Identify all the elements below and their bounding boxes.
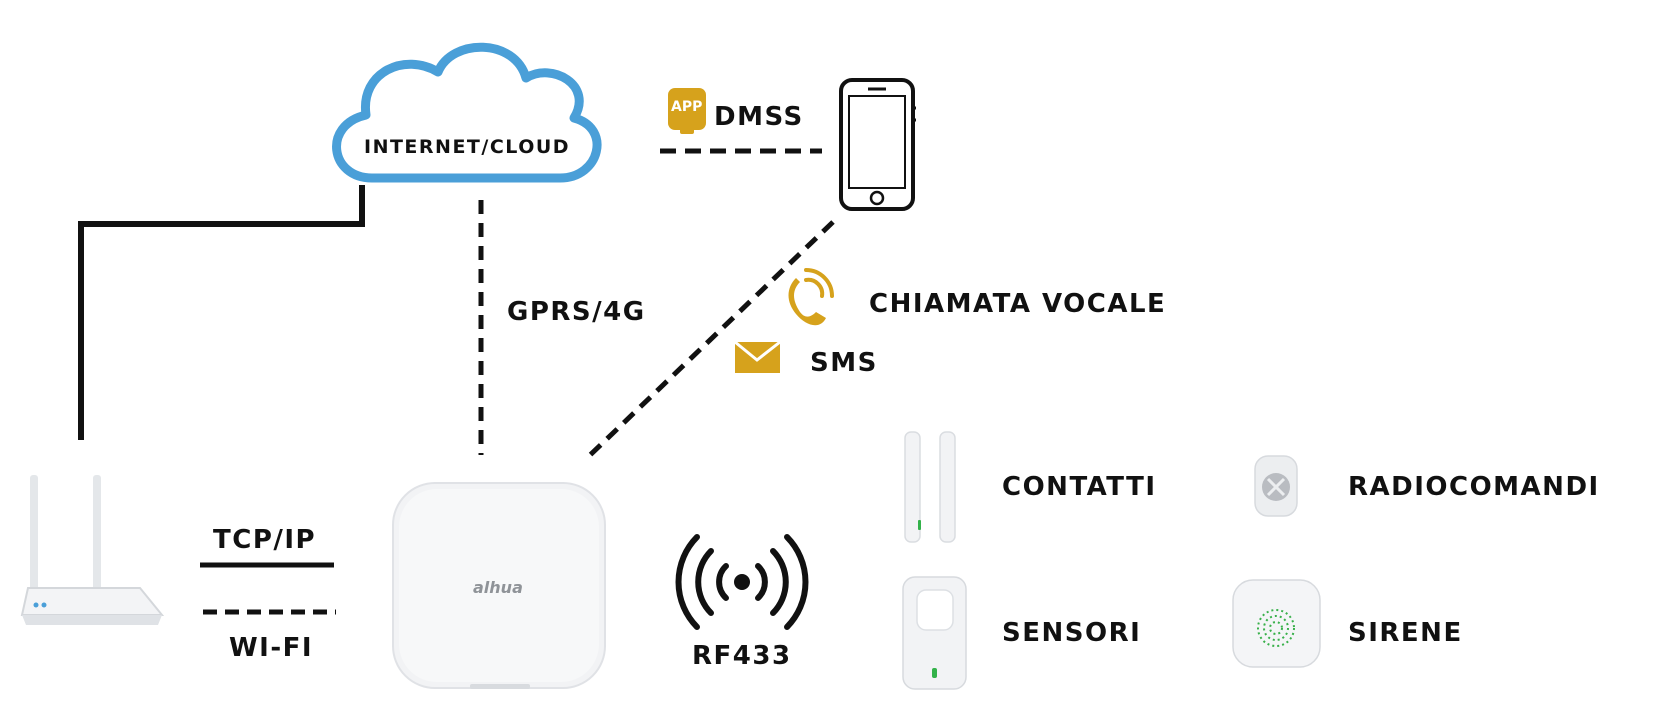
siren-icon bbox=[1232, 579, 1321, 668]
tcpip-label: TCP/IP bbox=[213, 525, 317, 555]
contacts-label: CONTATTI bbox=[1002, 472, 1157, 502]
router-icon bbox=[20, 475, 165, 625]
wifi-label: WI-FI bbox=[229, 633, 314, 663]
gprs-label: GPRS/4G bbox=[507, 297, 646, 327]
hub-brand: alhua bbox=[473, 578, 523, 597]
sirens-label: SIRENE bbox=[1348, 618, 1463, 648]
sms-label: SMS bbox=[810, 348, 878, 378]
remotes-label: RADIOCOMANDI bbox=[1348, 472, 1600, 502]
app-icon bbox=[668, 88, 706, 134]
motion-sensor-icon bbox=[902, 576, 967, 690]
remote-control-icon bbox=[1254, 455, 1298, 517]
app-badge: APP bbox=[671, 99, 703, 115]
sms-call-line bbox=[585, 220, 835, 460]
envelope-icon bbox=[734, 340, 781, 373]
app-label: DMSS bbox=[714, 102, 804, 132]
alarm-hub-icon bbox=[392, 482, 606, 689]
call-label: CHIAMATA VOCALE bbox=[869, 289, 1167, 319]
door-contact-icon bbox=[904, 431, 956, 543]
smartphone-icon bbox=[839, 78, 916, 211]
cloud-icon bbox=[332, 42, 602, 183]
phone-call-icon bbox=[788, 268, 834, 326]
wireless-signal-icon bbox=[675, 534, 809, 630]
sensors-label: SENSORI bbox=[1002, 618, 1142, 648]
cloud-label: INTERNET/CLOUD bbox=[364, 136, 571, 158]
rf-label: RF433 bbox=[692, 641, 792, 671]
wired-line-cloud-router bbox=[78, 185, 365, 440]
